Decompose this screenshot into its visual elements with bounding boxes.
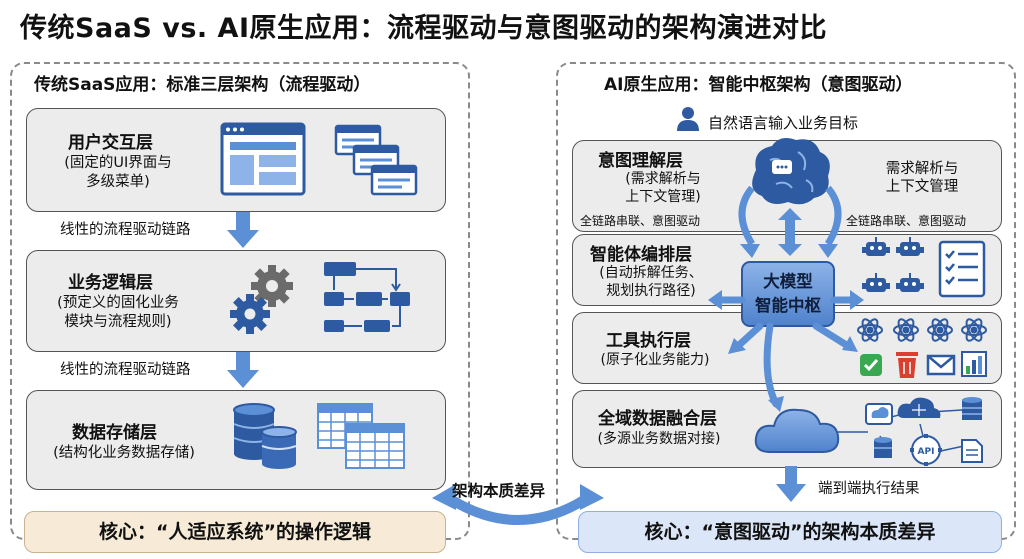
intent-arrows (738, 185, 842, 246)
table-icon (317, 403, 405, 469)
gear-icon (230, 265, 293, 334)
difference-arrow (432, 484, 604, 525)
checklist-icon (938, 240, 986, 298)
down-arrow-1 (227, 212, 259, 248)
menu-stack-icon (334, 124, 418, 196)
page-title: 传统SaaS vs. AI原生应用：流程驱动与意图驱动的架构演进对比 (20, 13, 827, 44)
flow-label-1: 线性的流程驱动链路 (60, 222, 191, 238)
data-layer-name: 全域数据融合层 (598, 409, 717, 429)
agent-layer-name: 智能体编排层 (590, 245, 692, 265)
flow-label-2: 线性的流程驱动链路 (60, 362, 191, 378)
cloud-sync-icon (865, 403, 893, 425)
link-label-left: 全链路串联、意图驱动 (580, 214, 701, 228)
storage-layer-desc: (结构化业务数据存储) (53, 445, 195, 461)
storage-layer-name: 数据存储层 (72, 423, 157, 443)
ui-layer-desc: (固定的UI界面与 多级菜单) (64, 155, 172, 190)
right-panel-title: AI原生应用：智能中枢架构（意图驱动） (604, 75, 913, 95)
ui-layer-name: 用户交互层 (68, 133, 153, 153)
intent-layer-name: 意图理解层 (598, 151, 683, 171)
robot-icon (862, 237, 924, 292)
database-icon (962, 397, 982, 420)
hub-label: 大模型 智能中枢 (755, 272, 821, 315)
agent-layer-desc: (自动拆解任务、 规划执行路径) (599, 265, 703, 299)
network-cloud-icon (897, 397, 941, 418)
chart-icon (961, 351, 987, 377)
arrowhead (740, 244, 760, 258)
difference-label: 架构本质差异 (452, 482, 546, 500)
flowchart-icon (324, 262, 410, 332)
hub-arrowheads (708, 290, 864, 412)
document-icon (961, 439, 983, 463)
database-icon (233, 403, 297, 469)
user-input-label: 自然语言输入业务目标 (708, 114, 859, 132)
ui-window-icon (220, 122, 306, 196)
hub-arrows (716, 296, 856, 408)
intent-layer-desc: (需求解析与 上下文管理) (625, 171, 701, 205)
user-icon (677, 107, 699, 131)
output-arrow (776, 466, 806, 502)
mail-icon (926, 354, 956, 376)
check-icon (860, 354, 882, 376)
cloud-icon (754, 408, 840, 453)
api-icon: API (910, 434, 942, 466)
tool-layer-name: 工具执行层 (606, 331, 691, 351)
output-label: 端到端执行结果 (818, 481, 920, 497)
database-icon (874, 437, 892, 458)
api-label: API (918, 447, 935, 457)
logic-layer-name: 业务逻辑层 (68, 273, 153, 293)
brain-hub-arrow (778, 208, 802, 256)
right-core-banner: 核心：“意图驱动”的架构本质差异 (578, 511, 1002, 553)
tool-layer-desc: (原子化业务能力) (600, 352, 710, 368)
data-layer-desc: (多源业务数据对接) (597, 431, 721, 447)
atom-icon (857, 318, 987, 342)
left-core-banner: 核心：“人适应系统”的操作逻辑 (24, 511, 446, 553)
trash-icon (896, 352, 918, 378)
llm-hub (741, 261, 835, 327)
intent-side-note: 需求解析与 上下文管理 (885, 161, 959, 195)
left-panel-title: 传统SaaS应用：标准三层架构（流程驱动） (34, 75, 371, 95)
arrowhead (818, 244, 838, 258)
brain-icon (752, 138, 830, 205)
logic-layer-desc: (预定义的固化业务 模块与流程规则) (57, 295, 179, 330)
link-label-right: 全链路串联、意图驱动 (846, 214, 967, 228)
down-arrow-2 (227, 352, 259, 388)
